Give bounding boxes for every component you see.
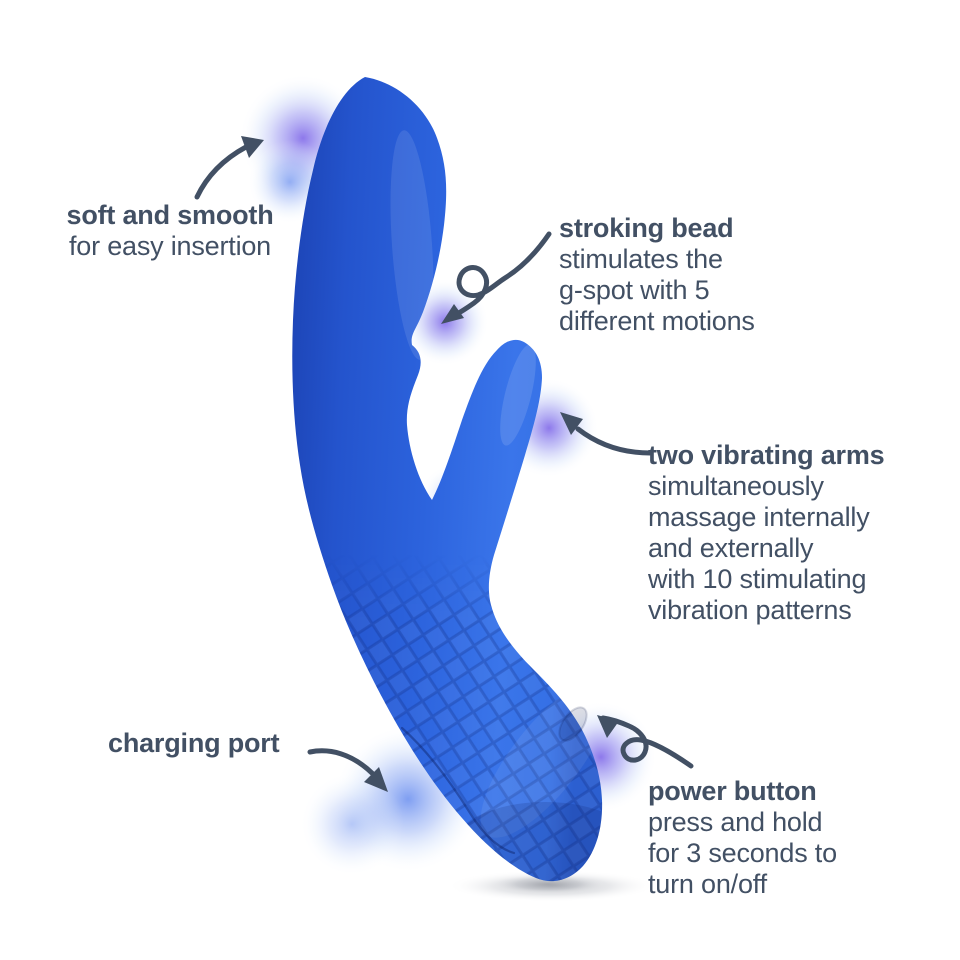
two-vibrating-arms-arrow bbox=[575, 426, 653, 456]
annotation-title: power button bbox=[648, 776, 817, 806]
annotation-title: two vibrating arms bbox=[648, 440, 885, 470]
annotation-line: massage internally bbox=[648, 502, 870, 532]
power-button-detail bbox=[558, 706, 588, 742]
soft-and-smooth-arrowhead bbox=[241, 136, 264, 158]
annotation-line: and externally bbox=[648, 533, 814, 563]
annotation-line: with 10 stimulating bbox=[648, 564, 867, 594]
annotation-line: press and hold bbox=[648, 807, 823, 837]
annotation-stroking-bead: stroking bead stimulates the g-spot with… bbox=[559, 213, 755, 337]
stroking-bead-arrowhead bbox=[441, 304, 464, 324]
annotation-power-button: power button press and hold for 3 second… bbox=[648, 776, 837, 900]
soft-and-smooth-arrow bbox=[194, 144, 249, 200]
stroking-bead-arrow bbox=[449, 231, 552, 320]
two-vibrating-arms-arrowhead bbox=[560, 412, 583, 435]
annotation-line: for easy insertion bbox=[69, 231, 271, 261]
power-button-arrow bbox=[600, 715, 694, 769]
annotation-title: soft and smooth bbox=[66, 200, 274, 230]
annotation-line: simultaneously bbox=[648, 471, 824, 501]
charging-port-arrowhead bbox=[364, 767, 388, 792]
annotation-line: different motions bbox=[559, 306, 755, 336]
charging-port-arrow bbox=[307, 748, 375, 776]
power-button-arrowhead bbox=[597, 715, 619, 738]
annotation-title: stroking bead bbox=[559, 213, 734, 243]
ground-shadow-core bbox=[490, 874, 606, 894]
annotation-line: stimulates the bbox=[559, 244, 723, 274]
charging-port-seam bbox=[400, 726, 516, 855]
annotation-line: turn on/off bbox=[648, 869, 767, 899]
annotation-charging-port: charging port bbox=[108, 728, 280, 759]
annotation-line: vibration patterns bbox=[648, 595, 852, 625]
annotation-soft-and-smooth: soft and smooth for easy insertion bbox=[55, 200, 285, 262]
annotation-line: g-spot with 5 bbox=[559, 275, 710, 305]
annotation-title: charging port bbox=[108, 728, 280, 758]
annotation-two-vibrating-arms: two vibrating arms simultaneously massag… bbox=[648, 440, 885, 626]
glow-accent-port-outer bbox=[300, 772, 404, 876]
annotation-line: for 3 seconds to bbox=[648, 838, 837, 868]
